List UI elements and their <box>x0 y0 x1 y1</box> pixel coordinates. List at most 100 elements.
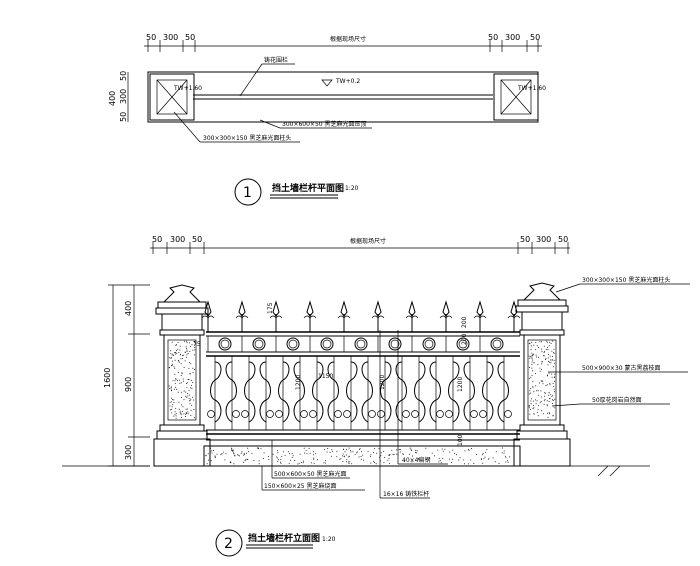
granite-dot <box>532 408 534 409</box>
stipple-dot <box>463 459 465 461</box>
stipple-dot <box>325 460 327 462</box>
stipple-dot <box>305 450 307 451</box>
stipple-dot <box>238 455 240 457</box>
granite-dot <box>551 359 553 361</box>
granite-dot <box>180 412 182 414</box>
granite-dot <box>189 342 191 344</box>
granite-dot <box>530 403 532 405</box>
granite-dot <box>174 367 176 369</box>
stipple-dot <box>246 452 248 454</box>
elev-base-stipple <box>205 447 510 465</box>
granite-dot <box>182 378 184 380</box>
granite-dot <box>185 416 187 417</box>
stipple-dot <box>263 452 265 454</box>
stipple-dot <box>501 447 503 449</box>
granite-dot <box>547 347 549 348</box>
granite-dot <box>532 405 534 407</box>
granite-dot <box>536 400 538 402</box>
granite-dot <box>552 355 554 357</box>
scroll-ornament-icon <box>346 361 358 423</box>
stipple-dot <box>313 451 315 453</box>
stipple-dot <box>412 455 413 457</box>
stipple-dot <box>299 453 301 455</box>
granite-dot <box>544 359 546 360</box>
scroll-ornament-icon <box>361 361 373 423</box>
stipple-dot <box>503 450 505 452</box>
granite-dot <box>193 409 195 411</box>
picket-spear-icon <box>306 300 314 317</box>
ring-ornament-inner <box>322 339 332 349</box>
granite-dot <box>182 380 184 382</box>
granite-dot <box>532 387 534 389</box>
stipple-dot <box>467 449 469 450</box>
stipple-dot <box>346 459 348 461</box>
stipple-dot <box>348 447 350 449</box>
stipple-dot <box>367 451 369 453</box>
stipple-dot <box>292 455 294 457</box>
stipple-dot <box>370 462 372 464</box>
granite-dot <box>176 352 178 354</box>
stipple-dot <box>409 453 410 455</box>
stipple-dot <box>505 461 507 463</box>
stipple-dot <box>373 460 375 462</box>
stipple-dot <box>452 458 453 460</box>
granite-dot <box>541 350 543 352</box>
granite-dot <box>192 349 194 351</box>
granite-dot <box>541 348 543 350</box>
stipple-dot <box>281 455 283 457</box>
scroll-ornament-icon <box>293 361 305 423</box>
granite-dot <box>182 357 184 359</box>
granite-dot <box>187 378 189 380</box>
granite-dot <box>545 385 547 387</box>
granite-dot <box>174 359 176 361</box>
stipple-dot <box>383 450 385 452</box>
granite-dot <box>530 409 531 411</box>
stipple-dot <box>303 447 305 449</box>
stipple-dot <box>434 455 435 457</box>
stipple-dot <box>223 451 225 453</box>
picket-spear-icon <box>238 300 246 317</box>
plan-left-post-level: TW+1.60 <box>173 85 202 92</box>
ring-ornament-inner <box>458 339 468 349</box>
granite-dot <box>171 401 173 403</box>
granite-dot <box>184 351 186 353</box>
granite-dot <box>529 378 531 380</box>
granite-dot <box>540 400 542 402</box>
stipple-dot <box>231 447 232 449</box>
stipple-dot <box>278 459 280 461</box>
granite-dot <box>170 409 172 411</box>
granite-dot <box>537 390 539 392</box>
granite-dot <box>537 364 539 365</box>
elev-callout-bar: 40×4扁钢 <box>402 456 430 464</box>
scroll-curl-icon <box>377 410 385 418</box>
ring-ornament-icon <box>218 337 232 351</box>
plan-callout-rail-leader <box>239 63 263 97</box>
granite-dot <box>533 344 535 346</box>
granite-dot <box>186 349 188 351</box>
elev-inner-dim-100: 100 <box>457 434 464 446</box>
stipple-dot <box>418 457 419 459</box>
granite-dot <box>170 353 172 355</box>
scroll-ornament-icon <box>244 361 256 423</box>
plan-title-number: 1 <box>243 185 252 201</box>
granite-dot <box>552 403 554 404</box>
stipple-dot <box>294 460 296 461</box>
stipple-dot <box>313 457 315 459</box>
scroll-ornament-icon <box>429 361 441 423</box>
scroll-curl-icon <box>470 410 478 418</box>
stipple-dot <box>454 453 456 454</box>
granite-dot <box>185 395 187 397</box>
elev-inner-dim-1200b: 1200 <box>379 375 386 390</box>
stipple-dot <box>458 459 460 461</box>
stipple-dot <box>342 460 344 462</box>
granite-dot <box>174 380 176 382</box>
granite-dot <box>547 416 549 418</box>
granite-dot <box>193 354 195 356</box>
granite-dot <box>190 379 192 381</box>
plan-left-dim-3: 50 <box>119 112 128 122</box>
granite-dot <box>544 392 546 393</box>
granite-dot <box>553 362 555 364</box>
stipple-dot <box>459 457 461 459</box>
granite-dot <box>548 412 550 414</box>
granite-dot <box>189 394 191 396</box>
